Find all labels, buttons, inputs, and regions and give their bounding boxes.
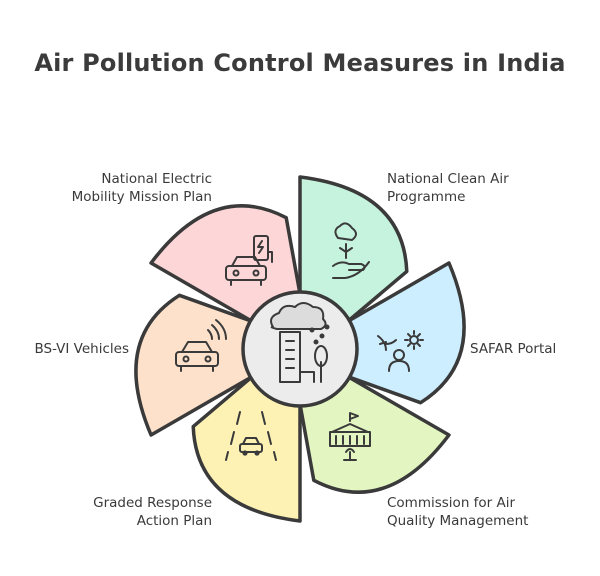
diagram-title: Air Pollution Control Measures in India [34,49,566,77]
segment-safar [345,261,466,405]
label-graded-response-action-plan: Graded Response Action Plan [93,495,212,529]
weather-person-icon [377,330,424,372]
government-building-icon [329,412,371,461]
tree-hand-icon [332,222,370,279]
label-bs-vi-vehicles: BS-VI Vehicles [34,341,130,357]
segment-nemmp [149,204,302,324]
segment-ncap [298,175,409,324]
segment-grap [191,374,302,523]
label-national-clean-air-programme: National Clean Air Programme [387,171,509,205]
segment-caqm [298,374,451,494]
city-pollution-icon [270,302,330,383]
label-national-electric-mobility-mission-plan: National Electric Mobility Mission Plan [71,171,212,205]
connected-car-icon [175,319,227,372]
center-hub [241,290,359,408]
car-road-icon [225,411,277,461]
electric-car-charging-icon [225,235,273,286]
label-commission-for-air-quality-management: Commission for Air Quality Management [387,495,529,529]
label-safar-portal: SAFAR Portal [470,341,557,357]
